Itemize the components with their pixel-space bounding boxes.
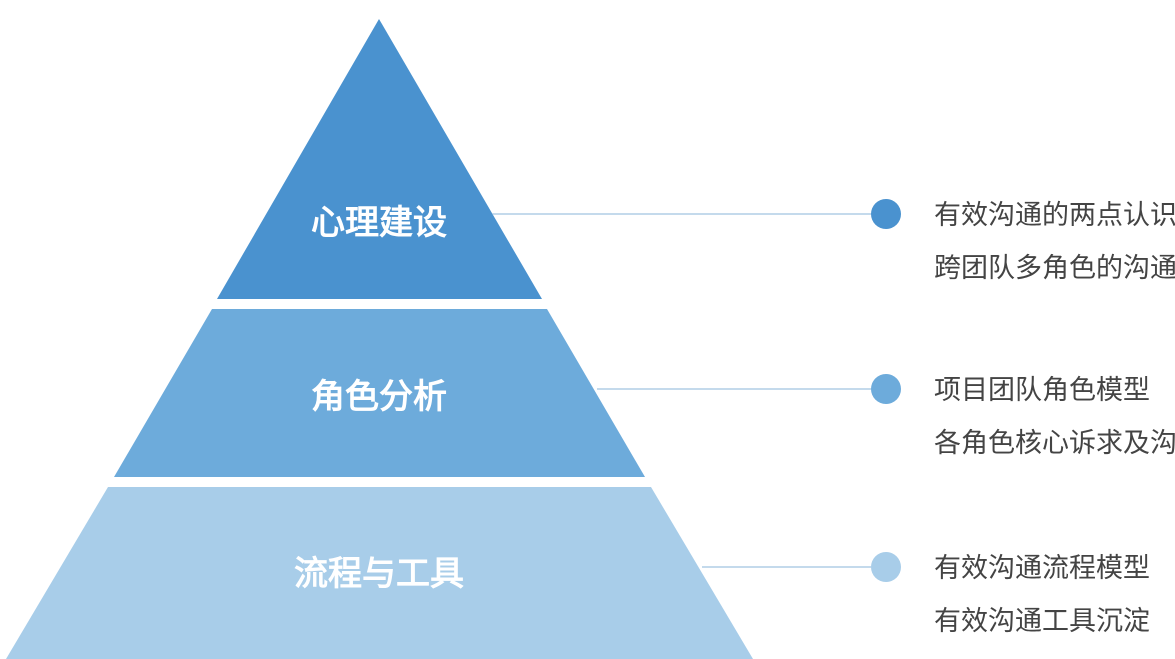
description-bottom-line-2: 有效沟通工具沉淀 xyxy=(934,606,1150,637)
bullet-dot-middle xyxy=(871,374,901,404)
pyramid-tier-psychological: 心理建设 xyxy=(217,19,542,299)
bullet-dot-bottom xyxy=(871,552,901,582)
tier-shape-middle xyxy=(114,309,645,477)
tier-label-bottom: 流程与工具 xyxy=(294,554,464,594)
description-middle-line-1: 项目团队角色模型 xyxy=(934,375,1150,406)
description-top-line-1: 有效沟通的两点认识 xyxy=(934,200,1175,231)
pyramid-tier-roles: 角色分析 xyxy=(114,309,645,477)
pyramid-tier-process-tools: 流程与工具 xyxy=(6,487,753,659)
tier-shape-top xyxy=(217,19,542,299)
tier-label-middle: 角色分析 xyxy=(311,377,447,417)
tier-shape-bottom xyxy=(6,487,753,659)
bullet-dot-top xyxy=(871,199,901,229)
description-top-line-2: 跨团队多角色的沟通 xyxy=(934,253,1175,284)
description-bottom-line-1: 有效沟通流程模型 xyxy=(934,553,1150,584)
tier-label-top: 心理建设 xyxy=(311,203,447,243)
description-middle-line-2: 各角色核心诉求及沟通 xyxy=(934,428,1175,459)
